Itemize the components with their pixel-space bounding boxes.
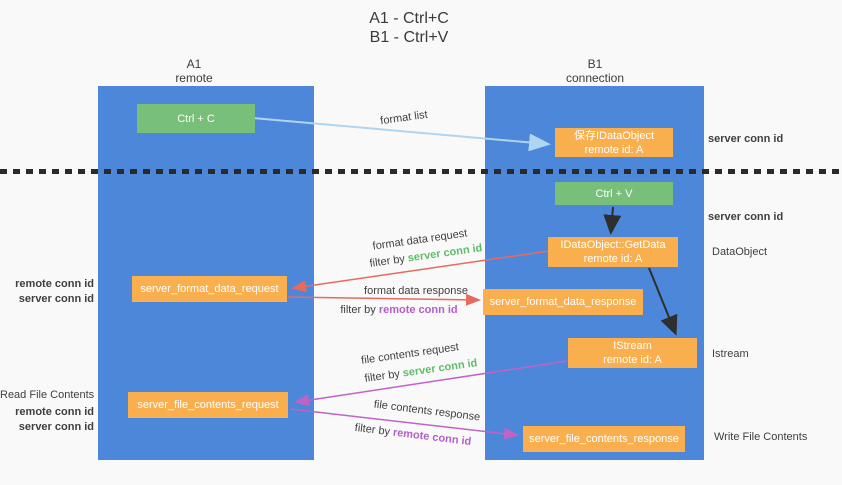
- ctrl-v-label: Ctrl + V: [595, 187, 633, 200]
- format-response-box: server_format_data_response: [483, 289, 643, 315]
- arrow-format-list: [252, 117, 551, 152]
- arrow-file-request-to-response: [289, 408, 519, 440]
- file-request-box: server_file_contents_request: [128, 392, 288, 418]
- file-response-label: server_file_contents_response: [529, 433, 679, 445]
- lane-a1-subtitle: remote: [175, 71, 213, 85]
- left-server-conn-id-bottom: server conn id: [18, 421, 94, 433]
- lane-a1-header: A1 remote: [134, 57, 254, 85]
- lane-b1-name: B1: [587, 57, 603, 71]
- page-title: A1 - Ctrl+C B1 - Ctrl+V: [0, 9, 818, 47]
- left-remote-conn-id-top: remote conn id: [15, 278, 94, 290]
- ctrl-c-box: Ctrl + C: [137, 104, 255, 133]
- lane-b1-subtitle: connection: [565, 71, 625, 85]
- file-request-label: server_file_contents_request: [137, 399, 279, 411]
- timeline-divider: [0, 169, 842, 174]
- title-line-2: B1 - Ctrl+V: [369, 29, 449, 46]
- save-idataobject-line1: 保存IDataObject: [573, 129, 655, 142]
- lane-a1-name: A1: [186, 57, 202, 71]
- title-line-1: A1 - Ctrl+C: [369, 10, 449, 27]
- left-server-conn-id-top: server conn id: [18, 293, 94, 305]
- save-idataobject-box: 保存IDataObject remote id: A: [555, 128, 673, 157]
- ctrl-c-label: Ctrl + C: [177, 112, 215, 125]
- right-server-conn-id-mid: server conn id: [708, 211, 784, 223]
- lane-b1-header: B1 connection: [535, 57, 655, 85]
- istream-line2: remote id: A: [603, 354, 662, 366]
- arrow-format-request-to-response: [287, 293, 481, 306]
- dataobject-label: DataObject: [712, 246, 768, 258]
- istream-line1: IStream: [613, 340, 652, 352]
- filter-by-text: filter by: [340, 304, 376, 316]
- format-response-label: server_format_data_response: [489, 296, 637, 308]
- write-file-contents-label: Write File Contents: [714, 431, 808, 443]
- remote-conn-id-text: remote conn id: [378, 304, 458, 316]
- getdata-box: IDataObject::GetData remote id: A: [548, 237, 678, 267]
- arrow-istream-to-file-request: [294, 360, 568, 407]
- arrow-getdata-to-format-request: [291, 250, 550, 293]
- format-request-box: server_format_data_request: [132, 276, 287, 302]
- left-remote-conn-id-bottom: remote conn id: [15, 406, 94, 418]
- arrow-getdata-to-istream: [648, 267, 678, 336]
- getdata-line2: remote id: A: [583, 253, 643, 265]
- file-response-box: server_file_contents_response: [523, 426, 685, 452]
- right-server-conn-id-top: server conn id: [708, 133, 784, 145]
- format-request-label: server_format_data_request: [140, 283, 279, 295]
- ctrl-v-box: Ctrl + V: [555, 182, 673, 205]
- istream-box: IStream remote id: A: [568, 338, 697, 368]
- label-format-data-response: format data response: [364, 285, 468, 297]
- getdata-line1: IDataObject::GetData: [560, 239, 666, 251]
- istream-side-label: Istream: [712, 348, 749, 360]
- read-file-contents-label: Read File Contents: [0, 389, 95, 401]
- save-idataobject-line2: remote id: A: [584, 143, 644, 156]
- arrow-ctrl-v-to-getdata: [603, 206, 622, 235]
